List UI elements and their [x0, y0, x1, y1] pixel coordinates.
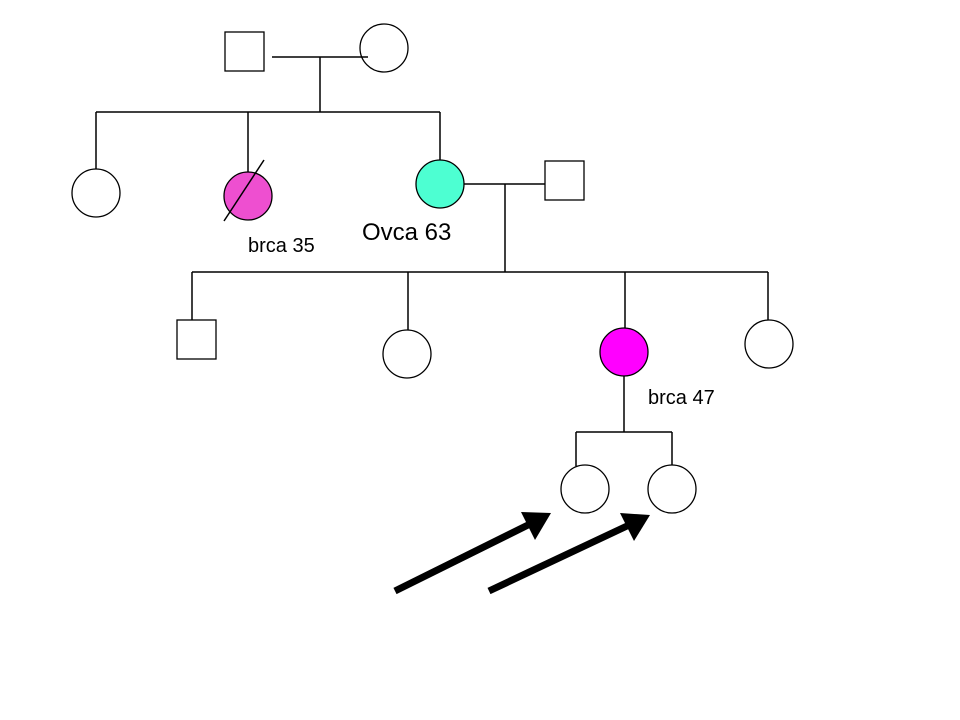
- deceased-slash: [223, 159, 265, 222]
- gen3-mother-brca-circle: [599, 327, 649, 377]
- gen3-daughter-unaffected-2-circle: [744, 319, 794, 369]
- grandmother-ovca-label: Ovca 63: [362, 219, 451, 246]
- gen1-grandmother-circle: [359, 23, 409, 73]
- gen3-daughter-unaffected-circle: [382, 329, 432, 379]
- gen4-daughter-2-circle: [647, 464, 697, 514]
- gen2-aunt-brca-deceased-circle: [223, 171, 273, 221]
- gen3-son-square: [176, 319, 217, 360]
- proband-arrow-icon: [487, 513, 650, 595]
- proband-arrow-icon: [393, 512, 551, 595]
- gen1-grandfather-square: [224, 31, 265, 72]
- mother-brca-label: brca 47: [648, 387, 715, 409]
- gen2-grandmother-ovca-circle: [415, 159, 465, 209]
- gen2-spouse-square: [544, 160, 585, 201]
- aunt-brca-label: brca 35: [248, 235, 315, 257]
- gen4-daughter-1-circle: [560, 464, 610, 514]
- gen2-aunt-unaffected-circle: [71, 168, 121, 218]
